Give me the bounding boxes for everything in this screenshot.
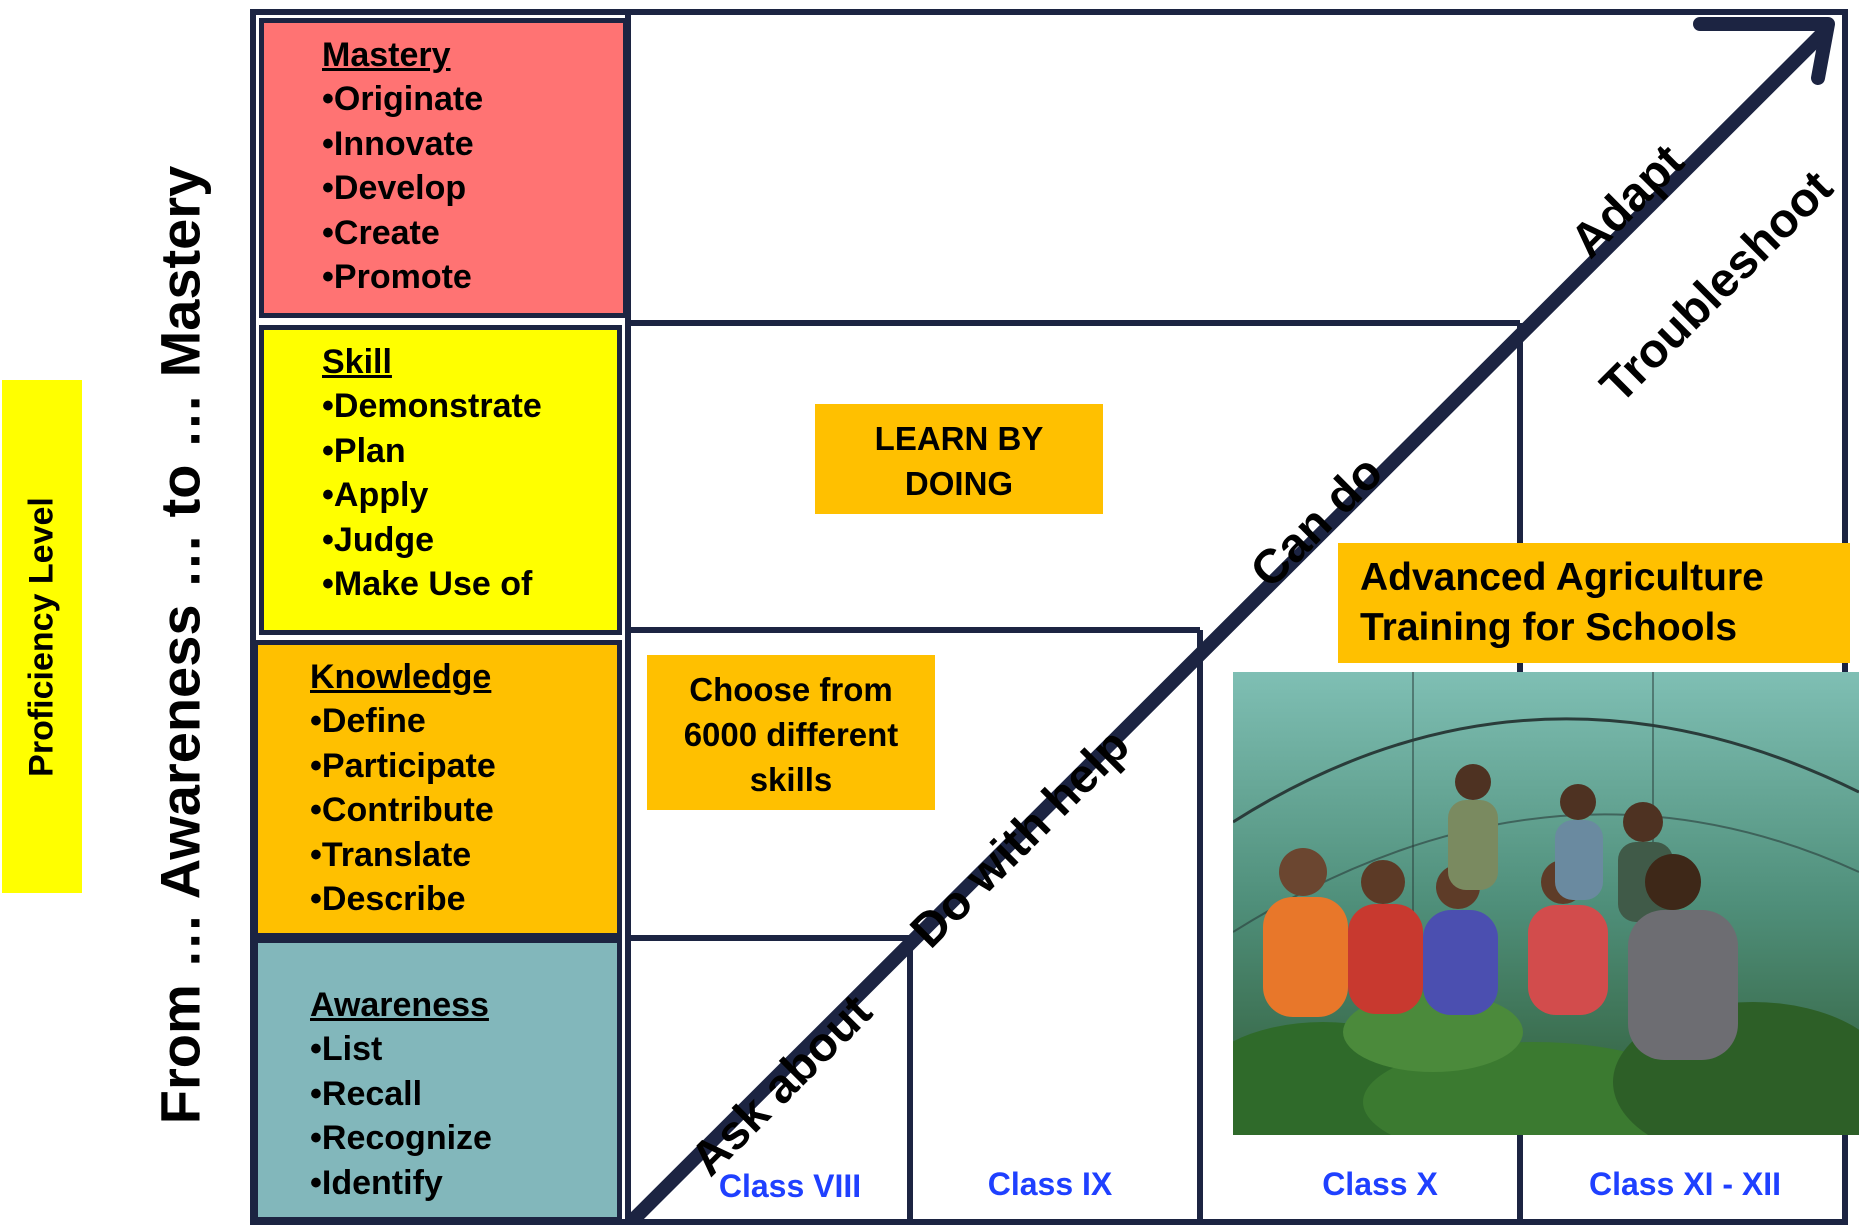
mastery-item: •Originate [322,80,484,118]
skill-item: •Judge [322,520,435,559]
mastery-item: •Create [322,213,440,252]
awareness-item: •Recall [310,1074,423,1113]
learn-by-doing-line1: LEARN BY [874,420,1044,457]
awareness-heading: Awareness [310,986,489,1024]
knowledge-item: •Define [310,702,426,740]
awareness-item: •Recognize [310,1119,492,1157]
class-x-label: Class X [1322,1166,1438,1202]
proficiency-level-label: Proficiency Level [2,380,82,893]
mastery-box: Mastery •Originate •Innovate •Develop •C… [259,18,628,318]
mastery-item: •Promote [322,258,472,296]
progress-arrow [628,17,1835,1225]
choose-skills-line1: Choose from [689,671,893,708]
knowledge-box: Knowledge •Define •Participate •Contribu… [253,640,622,938]
skill-item: •Demonstrate [322,387,542,425]
class-viii-label: Class VIII [718,1168,862,1204]
greenhouse-photo [1233,672,1859,1135]
awareness-box: Awareness •List •Recall •Recognize •Iden… [253,938,622,1222]
skill-heading: Skill [322,343,392,381]
agriculture-callout: Advanced Agriculture Training for School… [1338,543,1850,663]
skill-box: Skill •Demonstrate •Plan •Apply •Judge •… [259,325,622,635]
learn-by-doing-callout: LEARN BY DOING [815,404,1103,514]
class-ix-label: Class IX [987,1166,1113,1202]
mastery-item: •Innovate [322,124,474,163]
agriculture-line1: Advanced Agriculture [1360,556,1764,599]
skill-item: •Apply [322,476,429,514]
mastery-item: •Develop [322,169,467,207]
knowledge-item: •Describe [310,880,466,918]
skill-item: •Plan [322,431,406,470]
knowledge-item: •Translate [310,835,472,874]
agriculture-line2: Training for Schools [1360,606,1738,649]
mastery-heading: Mastery [322,36,451,74]
awareness-item: •Identify [310,1163,443,1202]
learn-by-doing-line2: DOING [904,465,1014,502]
knowledge-item: •Participate [310,746,496,785]
knowledge-heading: Knowledge [310,658,492,696]
awareness-item: •List [310,1030,383,1068]
choose-skills-line3: skills [749,761,833,798]
knowledge-item: •Contribute [310,791,494,829]
class-xi-xii-label: Class XI - XII [1588,1166,1782,1202]
skill-item: •Make Use of [322,565,533,603]
choose-skills-callout: Choose from 6000 different skills [647,655,935,810]
choose-skills-line2: 6000 different [683,716,899,753]
